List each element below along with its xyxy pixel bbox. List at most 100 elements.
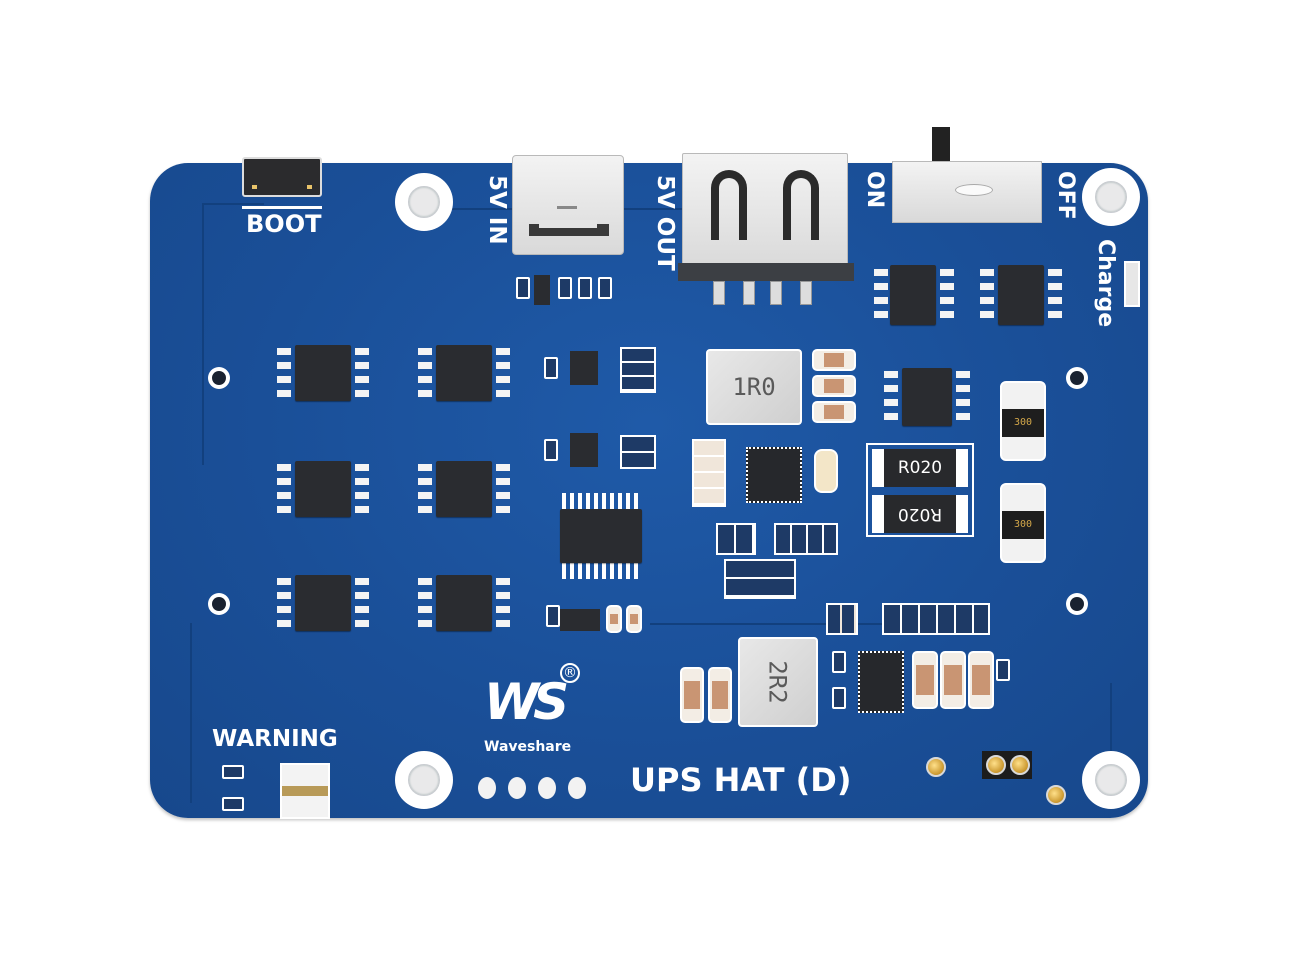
standoff-hole: [1066, 593, 1088, 615]
warning-label: WARNING: [212, 726, 338, 752]
inductor-2r2: 2R2: [738, 637, 818, 727]
warning-led: [280, 763, 330, 819]
capacitor: [812, 375, 856, 397]
waveshare-brand-text: Waveshare: [484, 739, 572, 755]
shunt-outline: [866, 443, 974, 537]
capacitor: [814, 449, 838, 493]
resistor-array: [620, 347, 656, 393]
chip-pins: [277, 578, 291, 630]
pogo-pin: [1010, 755, 1030, 775]
chip-pins: [956, 371, 970, 423]
chip-pins: [884, 371, 898, 423]
chip-pins: [355, 578, 369, 630]
usb-a-pin: [800, 281, 812, 305]
charge-label: Charge: [1093, 239, 1118, 328]
resistor: [558, 277, 572, 299]
usb-a-base: [678, 263, 854, 281]
capacitor: [708, 667, 732, 723]
resistor: [996, 659, 1010, 681]
capacitor: [606, 605, 622, 633]
pogo-pin: [986, 755, 1006, 775]
capacitor: [912, 651, 938, 709]
waveshare-logo-icon: WS: [484, 673, 569, 731]
resistor: [598, 277, 612, 299]
test-pad[interactable]: [568, 777, 586, 799]
soic-chip: [436, 575, 492, 631]
soic-chip: [890, 265, 936, 325]
sot23: [560, 609, 600, 631]
mounting-hole: [1082, 751, 1140, 809]
mounting-hole: [395, 751, 453, 809]
resistor: [222, 765, 244, 779]
chip-pins: [355, 464, 369, 516]
resistor: [832, 687, 846, 709]
soic-chip: [295, 461, 351, 517]
usb-a-pin: [743, 281, 755, 305]
soic-chip: [295, 575, 351, 631]
pogo-pin: [926, 757, 946, 777]
usb-a-pin: [713, 281, 725, 305]
mounting-hole: [395, 173, 453, 231]
qfn-chip: [858, 651, 904, 713]
switch-off-label: OFF: [1053, 171, 1078, 220]
usb-a-port[interactable]: [682, 153, 848, 271]
resistor: [546, 605, 560, 627]
sot23: [570, 433, 598, 467]
charge-led: [1124, 261, 1140, 307]
product-name: UPS HAT (D): [630, 761, 852, 799]
capacitor: [812, 349, 856, 371]
boot-button[interactable]: [242, 157, 322, 197]
tssop-chip: [560, 509, 642, 563]
resistor: [832, 651, 846, 673]
boot-label: BOOT: [246, 210, 322, 238]
resistor-array: [724, 559, 796, 599]
qfn-chip: [746, 447, 802, 503]
trace: [1050, 683, 1112, 803]
resistor: [544, 357, 558, 379]
shunt-resistor-top: R020: [872, 449, 968, 487]
resistor-array: [716, 523, 756, 555]
sot23: [570, 351, 598, 385]
trace: [190, 623, 192, 803]
chip-pins: [496, 578, 510, 630]
usb-a-pin: [770, 281, 782, 305]
usb-c-label: 5V IN: [484, 175, 510, 245]
resistor: [516, 277, 530, 299]
resistor: [222, 797, 244, 811]
chip-pins: [418, 464, 432, 516]
switch-knob[interactable]: [932, 127, 950, 163]
pogo-pin: [1046, 785, 1066, 805]
capacitor: [680, 667, 704, 723]
capacitor: [940, 651, 966, 709]
standoff-hole: [208, 367, 230, 389]
fuse-bottom: 300: [1000, 483, 1046, 563]
resistor-array: [692, 439, 726, 507]
usb-a-label: 5V OUT: [652, 175, 678, 271]
usb-c-port[interactable]: [512, 155, 624, 255]
trace: [650, 623, 980, 625]
mounting-hole: [1082, 168, 1140, 226]
inductor-1r0: 1R0: [706, 349, 802, 425]
capacitor: [812, 401, 856, 423]
power-slide-switch[interactable]: [892, 161, 1042, 223]
resistor-array: [882, 603, 990, 635]
chip-pins: [496, 348, 510, 400]
capacitor: [968, 651, 994, 709]
resistor-array: [620, 435, 656, 469]
resistor: [578, 277, 592, 299]
soic-chip: [436, 345, 492, 401]
chip-pins: [355, 348, 369, 400]
test-pad[interactable]: [538, 777, 556, 799]
chip-pins: [418, 348, 432, 400]
test-pad[interactable]: [478, 777, 496, 799]
soic-chip: [902, 368, 952, 426]
shunt-resistor-bottom: R020: [872, 495, 968, 533]
trace: [202, 203, 264, 465]
standoff-hole: [1066, 367, 1088, 389]
fuse-top: 300: [1000, 381, 1046, 461]
chip-pins: [277, 464, 291, 516]
test-pad[interactable]: [508, 777, 526, 799]
sot23: [534, 275, 550, 305]
soic-chip: [295, 345, 351, 401]
inductor-value: 2R2: [763, 660, 792, 704]
